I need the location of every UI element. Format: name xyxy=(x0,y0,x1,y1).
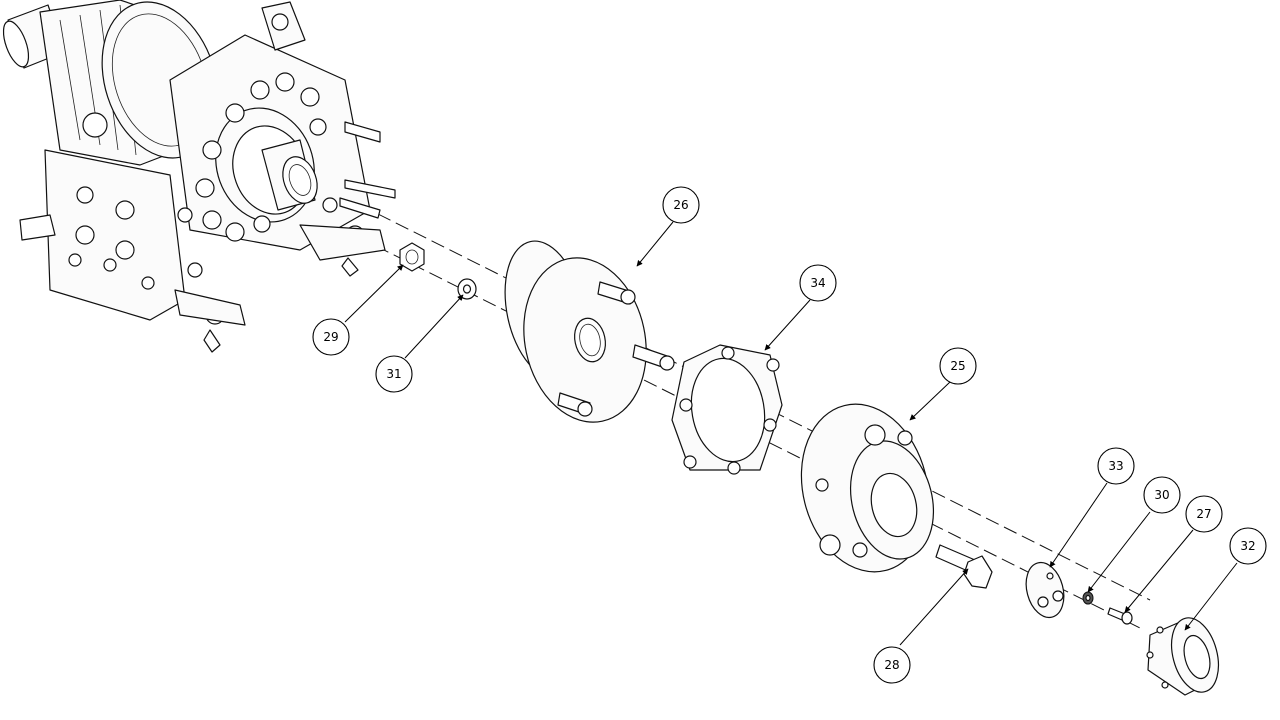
part-31-washer xyxy=(457,278,477,300)
balloon-27-label: 27 xyxy=(1196,507,1211,521)
balloon-28: 28 xyxy=(873,646,911,684)
balloon-29: 29 xyxy=(312,318,350,356)
balloon-33: 33 xyxy=(1097,447,1135,485)
balloon-34-label: 34 xyxy=(810,276,825,290)
part-29-nut xyxy=(399,242,425,272)
balloon-25-label: 25 xyxy=(950,359,965,373)
part-28-bolt xyxy=(935,544,993,589)
leader-lines xyxy=(344,221,1238,646)
balloon-30: 30 xyxy=(1143,476,1181,514)
balloon-26-label: 26 xyxy=(673,198,688,212)
balloon-32: 32 xyxy=(1229,527,1267,565)
gearbox-assembly xyxy=(2,0,396,353)
part-32-coupling xyxy=(1146,617,1220,696)
part-27-screw xyxy=(1107,607,1133,625)
balloon-31: 31 xyxy=(375,355,413,393)
balloon-30-label: 30 xyxy=(1154,488,1169,502)
balloon-33-label: 33 xyxy=(1108,459,1123,473)
balloon-34: 34 xyxy=(799,264,837,302)
balloon-25: 25 xyxy=(939,347,977,385)
balloon-28-label: 28 xyxy=(884,658,899,672)
part-30-washer xyxy=(1082,591,1094,605)
part-26-hub xyxy=(504,240,675,423)
balloon-32-label: 32 xyxy=(1240,539,1255,553)
part-25-flange xyxy=(800,403,935,573)
balloon-31-label: 31 xyxy=(386,367,401,381)
part-33-cap xyxy=(1025,561,1065,619)
balloon-27: 27 xyxy=(1185,495,1223,533)
plate-bolts xyxy=(177,72,365,325)
balloon-29-label: 29 xyxy=(323,330,338,344)
part-34-plate xyxy=(671,344,783,475)
balloon-26: 26 xyxy=(662,186,700,224)
